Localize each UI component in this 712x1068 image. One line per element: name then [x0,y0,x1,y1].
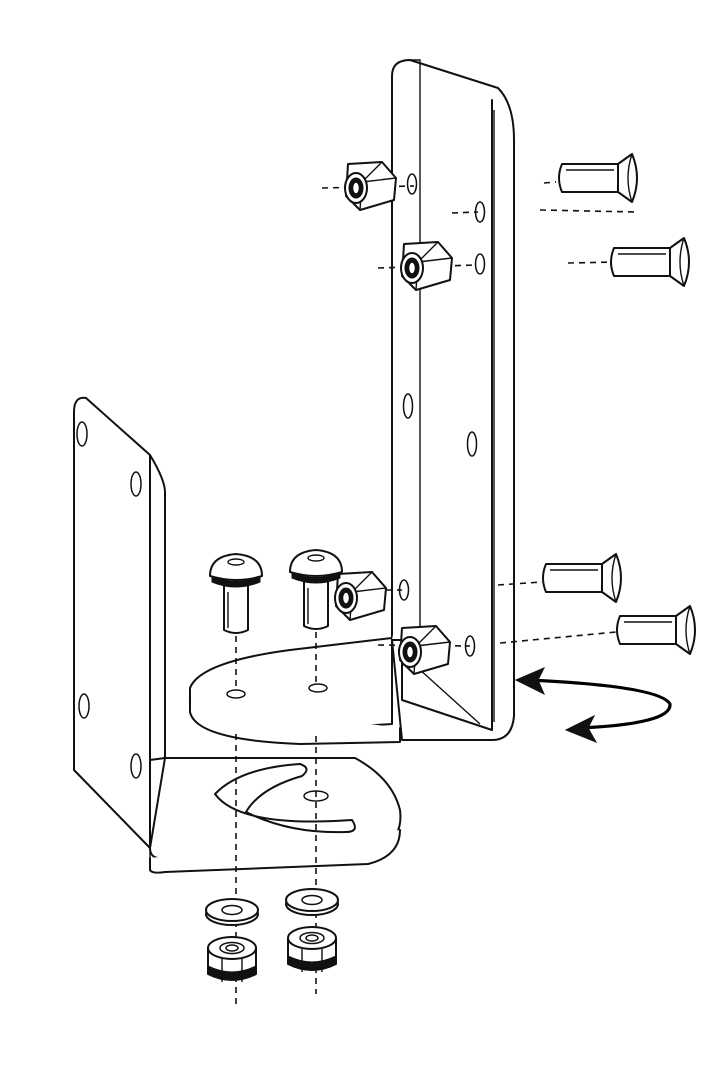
flat-head-screw-icon [616,605,696,655]
base-bracket [73,396,402,874]
lock-nut-icon [344,161,397,211]
washer-icon [205,898,259,926]
button-head-screw-icon [209,553,263,634]
vertical-bracket [391,59,515,741]
lock-nut-icon [334,571,387,621]
washer-icon [285,888,339,916]
lock-nut-icon [207,936,257,983]
lock-nut-icon [287,926,337,973]
flat-head-screw-icon [558,153,638,203]
flat-head-screw-icon [542,553,622,603]
flat-head-screw-icon [610,237,690,287]
double-curved-arrow-icon [514,667,672,743]
button-head-screw-icon [289,549,343,630]
rotating-plate [188,637,401,745]
